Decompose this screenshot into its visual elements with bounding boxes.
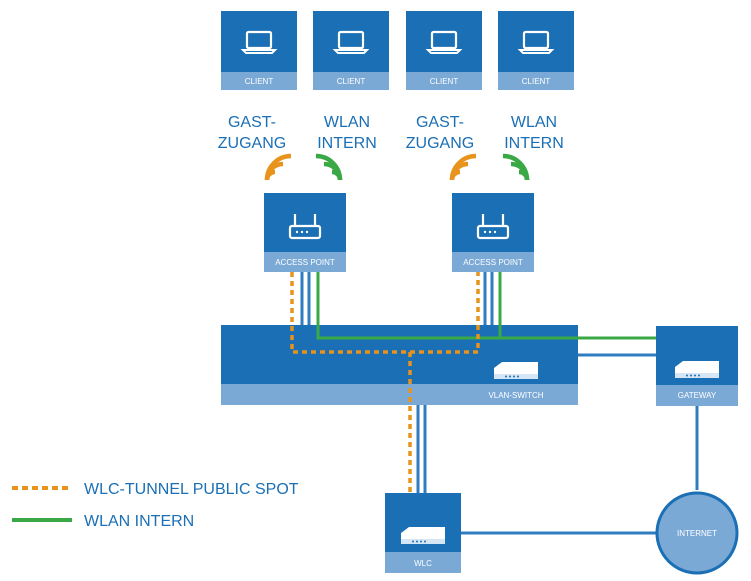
wifi-intern-label-line2: INTERN bbox=[317, 135, 377, 152]
client-2: CLIENT bbox=[313, 11, 389, 90]
access-point-label-band bbox=[452, 252, 534, 272]
access-point-1: ACCESS POINT bbox=[264, 193, 346, 272]
gateway-label: GATEWAY bbox=[678, 391, 717, 400]
legend-tunnel-label: WLC-TUNNEL PUBLIC SPOT bbox=[84, 481, 299, 498]
wifi-intern-label-line1: WLAN bbox=[324, 114, 370, 131]
client-4: CLIENT bbox=[498, 11, 574, 90]
client-label-band bbox=[406, 72, 482, 90]
cables bbox=[300, 272, 699, 535]
wifi-signal-icon bbox=[315, 153, 343, 181]
wifi-guest-label-line2: ZUGANG bbox=[406, 135, 474, 152]
wifi-guest-label-line1: GAST- bbox=[416, 114, 464, 131]
gateway: GATEWAY bbox=[656, 326, 738, 406]
wifi-intern-label-line2: INTERN bbox=[504, 135, 564, 152]
wlc-label: WLC bbox=[414, 559, 432, 568]
access-point-label: ACCESS POINT bbox=[275, 258, 335, 267]
wifi-intern-label-line1: WLAN bbox=[511, 114, 557, 131]
access-point-label-band bbox=[264, 252, 346, 272]
wifi-signal-icon bbox=[449, 153, 477, 181]
client-label: CLIENT bbox=[337, 77, 366, 86]
wlan-intern-route bbox=[316, 272, 502, 340]
wifi-guest-label-line2: ZUGANG bbox=[218, 135, 286, 152]
gateway-label-band bbox=[656, 385, 738, 406]
internet-label: INTERNET bbox=[677, 529, 717, 538]
wlc: WLC bbox=[385, 493, 461, 573]
client-3: CLIENT bbox=[406, 11, 482, 90]
client-label: CLIENT bbox=[245, 77, 274, 86]
wlc-icon bbox=[401, 527, 445, 544]
client-label: CLIENT bbox=[430, 77, 459, 86]
client-label: CLIENT bbox=[522, 77, 551, 86]
switch-icon bbox=[494, 362, 538, 379]
public-spot-tunnel-route bbox=[290, 272, 480, 354]
wlc-label-band bbox=[385, 552, 461, 573]
legend: WLC-TUNNEL PUBLIC SPOT WLAN INTERN bbox=[12, 481, 299, 530]
client-label-band bbox=[498, 72, 574, 90]
client-label-band bbox=[313, 72, 389, 90]
switch-label: VLAN-SWITCH bbox=[488, 391, 543, 400]
internet: INTERNET bbox=[655, 491, 739, 575]
switch-label-band bbox=[221, 384, 578, 405]
internet-circle bbox=[655, 491, 739, 575]
wifi-signal-icon bbox=[502, 153, 530, 181]
wifi-guest-label-line1: GAST- bbox=[228, 114, 276, 131]
tunnel-routes bbox=[290, 272, 656, 493]
access-point-2: ACCESS POINT bbox=[452, 193, 534, 272]
wifi-signal-icon bbox=[264, 153, 292, 181]
access-point-label: ACCESS POINT bbox=[463, 258, 523, 267]
client-label-band bbox=[221, 72, 297, 90]
client-1: CLIENT bbox=[221, 11, 297, 90]
gateway-icon bbox=[675, 361, 719, 378]
legend-intern-label: WLAN INTERN bbox=[84, 513, 194, 530]
